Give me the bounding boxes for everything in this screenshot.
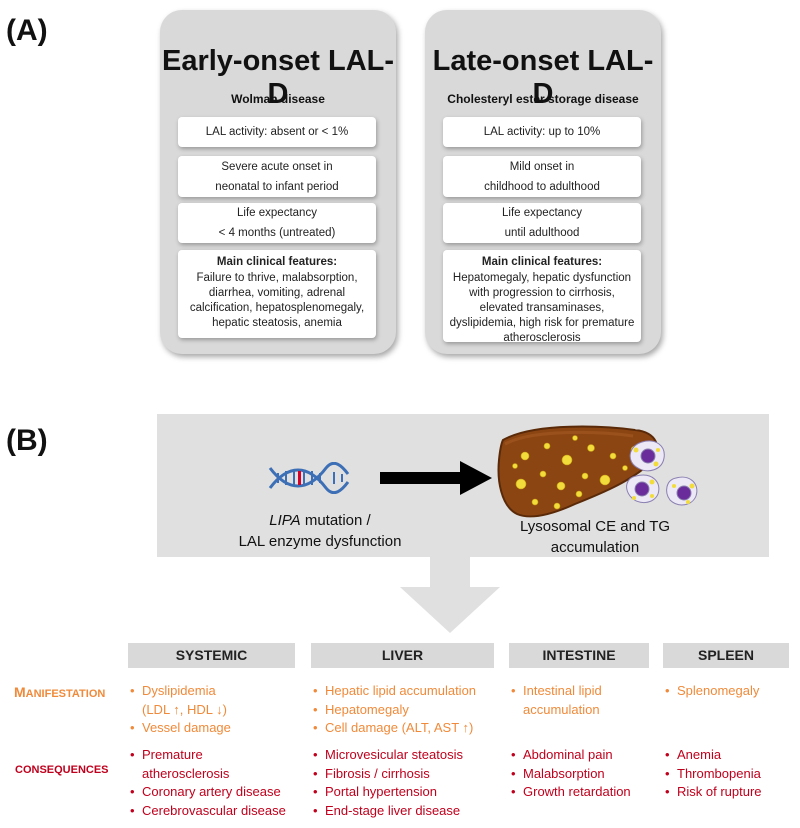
late-features-box: Main clinical features: Hepatomegaly, he… <box>443 250 641 344</box>
header-systemic: SYSTEMIC <box>128 643 295 668</box>
list-item: Anemia <box>665 746 762 765</box>
lipa-italic: LIPA <box>269 512 301 529</box>
lipa-line1-rest: mutation / <box>300 512 371 529</box>
list-item: End-stage liver disease <box>313 802 463 821</box>
row-label-manifestation: MANIFESTATION <box>14 684 106 700</box>
header-intestine: INTESTINE <box>509 643 649 668</box>
lipa-caption: LIPA mutation / LAL enzyme dysfunction <box>210 510 430 552</box>
list-item: Coronary artery disease <box>130 783 286 802</box>
macrophage-cells-icon <box>626 440 698 506</box>
manifestation-list-spleen: Splenomegaly <box>665 682 759 701</box>
early-life-line1: Life expectancy <box>237 207 317 219</box>
list-item: Cerebrovascular disease <box>130 802 286 821</box>
dna-icon <box>268 462 350 494</box>
consequences-list-spleen: Anemia Thrombopenia Risk of rupture <box>665 746 762 802</box>
lipa-line2: LAL enzyme dysfunction <box>238 533 402 550</box>
early-onset-subtitle: Wolman disease <box>231 92 325 106</box>
row-label-consequences: CONSEQUENCES <box>15 764 109 776</box>
header-spleen: SPLEEN <box>663 643 789 668</box>
early-features-box: Main clinical features: Failure to thriv… <box>178 250 376 338</box>
late-life-line2: until adulthood <box>504 227 580 239</box>
list-item: Cell damage (ALT, AST ↑) <box>313 719 476 738</box>
late-onset-line2: childhood to adulthood <box>484 180 600 193</box>
early-onset-line2: neonatal to infant period <box>215 180 339 193</box>
list-item: Splenomegaly <box>665 682 759 701</box>
early-onset-line1: Severe acute onset in <box>221 160 333 173</box>
late-onset-box: Mild onset in childhood to adulthood <box>443 156 641 197</box>
down-arrow-icon <box>400 557 500 633</box>
list-item: Abdominal pain <box>511 746 631 765</box>
list-item: Hepatic lipid accumulation <box>313 682 476 701</box>
late-life-box: Life expectancy until adulthood <box>443 203 641 243</box>
late-features-text: Hepatomegaly, hepatic dysfunction with p… <box>449 272 635 344</box>
right-arrow-icon <box>380 461 492 495</box>
early-activity-text: LAL activity: absent or < 1% <box>205 126 349 138</box>
list-item: Dyslipidemia(LDL ↑, HDL ↓) <box>130 682 231 719</box>
panel-b-label: (B) <box>6 424 48 457</box>
late-onset-line1: Mild onset in <box>509 160 575 173</box>
late-activity-text: LAL activity: up to 10% <box>483 126 601 138</box>
accumulation-line1: Lysosomal CE and TG <box>519 518 671 535</box>
list-item: Vessel damage <box>130 719 231 738</box>
list-item: Microvesicular steatosis <box>313 746 463 765</box>
early-onset-box: Severe acute onset in neonatal to infant… <box>178 156 376 197</box>
late-life-line1: Life expectancy <box>502 207 582 219</box>
accumulation-caption: Lysosomal CE and TG accumulation <box>495 516 695 558</box>
list-item: Thrombopenia <box>665 765 762 784</box>
accumulation-line2: accumulation <box>550 539 640 556</box>
consequences-list-liver: Microvesicular steatosis Fibrosis / cirr… <box>313 746 463 820</box>
early-life-line2: < 4 months (untreated) <box>218 227 336 239</box>
list-item: Malabsorption <box>511 765 631 784</box>
late-onset-card: Late-onset LAL-D Cholesteryl ester stora… <box>425 10 661 354</box>
early-features-heading: Main clinical features: <box>216 256 338 268</box>
manifestation-list-liver: Hepatic lipid accumulation Hepatomegaly … <box>313 682 476 738</box>
late-features-heading: Main clinical features: <box>481 256 603 268</box>
late-activity-box: LAL activity: up to 10% <box>443 117 641 147</box>
list-item: Fibrosis / cirrhosis <box>313 765 463 784</box>
early-activity-box: LAL activity: absent or < 1% <box>178 117 376 147</box>
list-item: Hepatomegaly <box>313 701 476 720</box>
late-onset-title: Late-onset LAL-D <box>432 45 654 110</box>
list-item: Growth retardation <box>511 783 631 802</box>
early-onset-card: Early-onset LAL-D Wolman disease LAL act… <box>160 10 396 354</box>
early-life-box: Life expectancy < 4 months (untreated) <box>178 203 376 243</box>
early-onset-title: Early-onset LAL-D <box>161 45 395 110</box>
panel-a-label: (A) <box>6 14 48 47</box>
list-item: Risk of rupture <box>665 783 762 802</box>
manifestation-list-systemic: Dyslipidemia(LDL ↑, HDL ↓) Vessel damage <box>130 682 231 738</box>
late-onset-subtitle: Cholesteryl ester storage disease <box>447 92 639 106</box>
early-features-text: Failure to thrive, malabsorption, diarrh… <box>189 272 365 329</box>
consequences-list-intestine: Abdominal pain Malabsorption Growth reta… <box>511 746 631 802</box>
list-item: Portal hypertension <box>313 783 463 802</box>
header-liver: LIVER <box>311 643 494 668</box>
